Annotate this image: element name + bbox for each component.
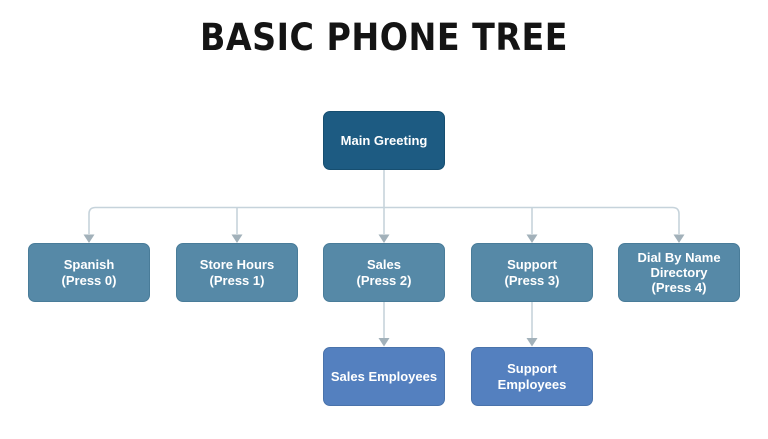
- arrow-down-icon: [231, 234, 243, 243]
- node-key: (Press 0): [61, 272, 117, 288]
- node-store-hours: Store Hours (Press 1): [176, 243, 298, 302]
- arrow-down-icon: [673, 234, 685, 243]
- node-key: (Press 2): [356, 272, 412, 288]
- node-label: Support Employees: [497, 361, 567, 392]
- node-key: (Press 1): [209, 272, 265, 288]
- node-sales-employees: Sales Employees: [323, 347, 445, 406]
- node-spanish: Spanish (Press 0): [28, 243, 150, 302]
- node-key: (Press 4): [651, 280, 707, 295]
- node-label: Dial By Name Directory: [637, 250, 721, 280]
- node-main-greeting: Main Greeting: [323, 111, 445, 170]
- node-label: Main Greeting: [340, 132, 428, 148]
- node-support-employees: Support Employees: [471, 347, 593, 406]
- node-label: Support: [507, 257, 557, 272]
- node-label: Sales: [367, 257, 401, 272]
- node-label: Spanish: [63, 257, 115, 272]
- arrow-down-icon: [378, 338, 390, 347]
- arrow-down-icon: [526, 234, 538, 243]
- node-key: (Press 3): [504, 272, 560, 288]
- node-sales: Sales (Press 2): [323, 243, 445, 302]
- connector-bus: [88, 206, 680, 234]
- node-label: Store Hours: [199, 257, 275, 272]
- page-title: BASIC PHONE TREE: [199, 16, 569, 59]
- arrow-down-icon: [83, 234, 95, 243]
- arrow-down-icon: [378, 234, 390, 243]
- node-label: Sales Employees: [330, 368, 438, 384]
- node-support: Support (Press 3): [471, 243, 593, 302]
- node-dial-by-name-directory: Dial By Name Directory (Press 4): [618, 243, 740, 302]
- arrow-down-icon: [526, 338, 538, 347]
